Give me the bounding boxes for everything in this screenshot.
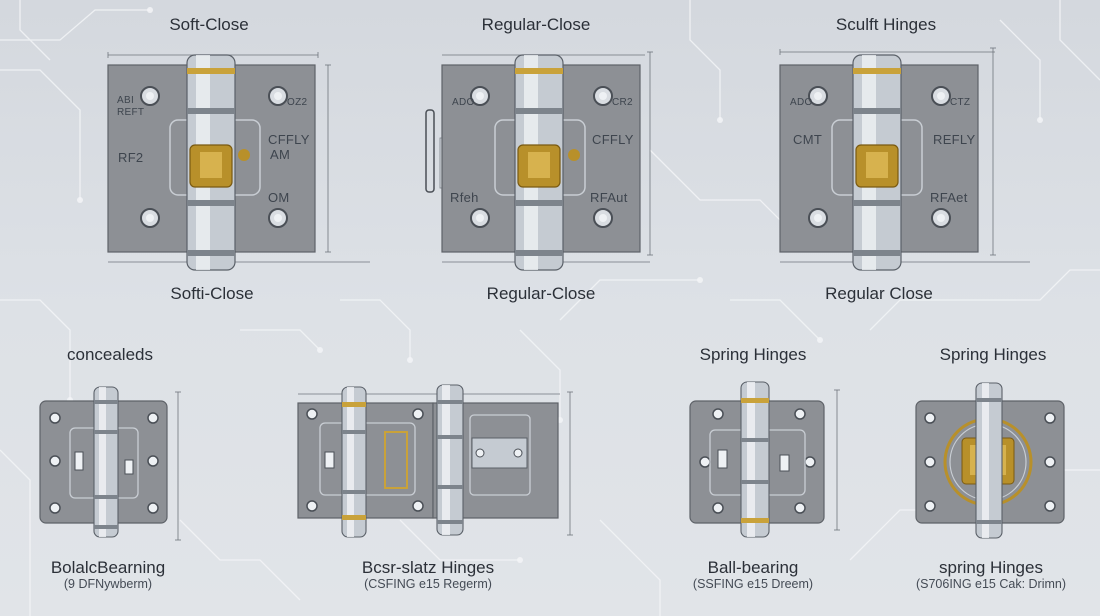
- spec-tag: CTZ: [950, 97, 971, 108]
- hinge-diagram: [779, 47, 1030, 271]
- panel-caption: Regular-Close: [486, 284, 596, 303]
- panel-subcaption: (9 DFNywberm): [63, 577, 153, 591]
- panel-title: concealeds: [66, 345, 154, 364]
- spec-tag: OZ2: [287, 97, 308, 108]
- spec-tag: ABI: [117, 95, 135, 106]
- spec-tag: ADO: [452, 97, 475, 108]
- panel-title: Soft-Close: [169, 15, 249, 34]
- spec-tag: AM: [270, 147, 291, 162]
- panel-caption: Regular Close: [825, 284, 933, 303]
- spec-tag: RF2: [118, 150, 144, 165]
- panel-caption: BolalcBearning: [50, 558, 166, 577]
- panel-caption: Ball-bearing: [707, 558, 799, 577]
- panel-subcaption: (S706ING e15 Cak: Drimn): [915, 577, 1067, 591]
- panel-subcaption: (SSFING e15 Dreem): [692, 577, 814, 591]
- spec-tag: CMT: [793, 132, 823, 147]
- spec-tag: OM: [268, 190, 290, 205]
- spec-tag: REFLY: [933, 132, 976, 147]
- panel-caption: spring Hinges: [939, 558, 1043, 577]
- spec-tag: RFAet: [930, 190, 968, 205]
- panel-caption: Softi-Close: [170, 284, 254, 303]
- panel-title: Sculft Hinges: [835, 15, 937, 34]
- hinge-diagram: [425, 51, 653, 271]
- spec-tag: CFFLY: [268, 132, 310, 147]
- panel-caption: Bcsr-slatz Hinges: [361, 558, 495, 577]
- spec-tag: REFT: [117, 107, 145, 118]
- spec-tag: CFFLY: [592, 132, 634, 147]
- spec-tag: ADO: [790, 97, 813, 108]
- panel-title: Regular-Close: [481, 15, 591, 34]
- spec-tag: CR2: [612, 97, 633, 108]
- panel-subcaption: (CSFING e15 Regerm): [364, 577, 492, 591]
- panel-title: Spring Hinges: [939, 345, 1047, 364]
- spec-tag: RFAut: [590, 190, 628, 205]
- spec-tag: Rfeh: [450, 190, 479, 205]
- panel-title: Spring Hinges: [699, 345, 807, 364]
- hinge-diagram: [107, 52, 370, 271]
